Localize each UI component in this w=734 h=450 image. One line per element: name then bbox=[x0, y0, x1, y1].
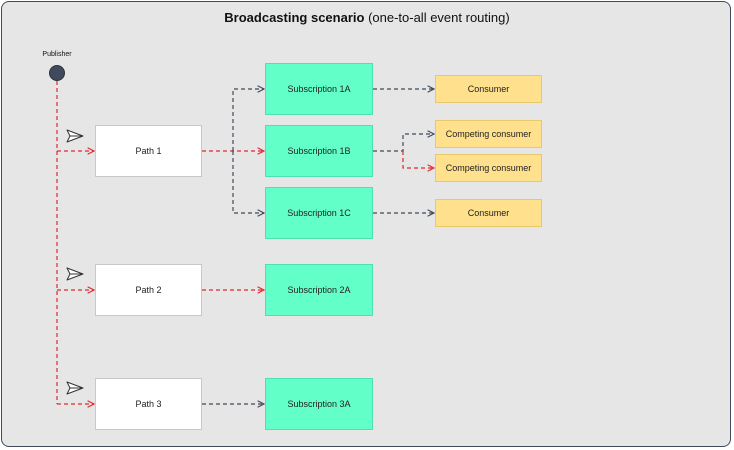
subscription-1c-box: Subscription 1C bbox=[265, 187, 373, 239]
route-path1-to-sub1a bbox=[232, 89, 264, 151]
subscription-label: Subscription 3A bbox=[287, 399, 351, 409]
consumer-1c-box: Consumer bbox=[435, 199, 542, 227]
route-sub1b-to-competing-bottom bbox=[402, 151, 434, 168]
subscription-label: Subscription 2A bbox=[287, 285, 351, 295]
consumer-label: Competing consumer bbox=[445, 129, 532, 139]
consumer-label: Consumer bbox=[467, 84, 510, 94]
subscription-1a-box: Subscription 1A bbox=[265, 63, 373, 115]
route-path1-to-sub1c bbox=[232, 151, 264, 213]
diagram-title: Broadcasting scenario (one-to-all event … bbox=[0, 10, 734, 25]
subscription-label: Subscription 1A bbox=[287, 84, 351, 94]
paper-plane-icon bbox=[66, 129, 84, 143]
paper-plane-icon bbox=[66, 267, 84, 281]
consumer-1a-box: Consumer bbox=[435, 75, 542, 103]
competing-consumer-bottom-box: Competing consumer bbox=[435, 154, 542, 182]
subscription-3a-box: Subscription 3A bbox=[265, 378, 373, 430]
path-3-box: Path 3 bbox=[95, 378, 202, 430]
path-2-box: Path 2 bbox=[95, 264, 202, 316]
publisher-label: Publisher bbox=[42, 51, 72, 58]
subscription-label: Subscription 1C bbox=[287, 208, 351, 218]
title-bold: Broadcasting scenario bbox=[224, 10, 365, 25]
competing-consumer-top-box: Competing consumer bbox=[435, 120, 542, 148]
subscription-1b-box: Subscription 1B bbox=[265, 125, 373, 177]
consumer-label: Competing consumer bbox=[445, 163, 532, 173]
subscription-label: Subscription 1B bbox=[287, 146, 351, 156]
path-label: Path 1 bbox=[135, 146, 162, 156]
path-label: Path 3 bbox=[135, 399, 162, 409]
route-sub1b-to-competing-top bbox=[373, 134, 434, 152]
subscription-2a-box: Subscription 2A bbox=[265, 264, 373, 316]
path-label: Path 2 bbox=[135, 285, 162, 295]
title-subtitle: (one-to-all event routing) bbox=[368, 10, 510, 25]
consumer-label: Consumer bbox=[467, 208, 510, 218]
paper-plane-icon bbox=[66, 381, 84, 395]
path-1-box: Path 1 bbox=[95, 125, 202, 177]
publisher-node-icon bbox=[49, 65, 65, 81]
